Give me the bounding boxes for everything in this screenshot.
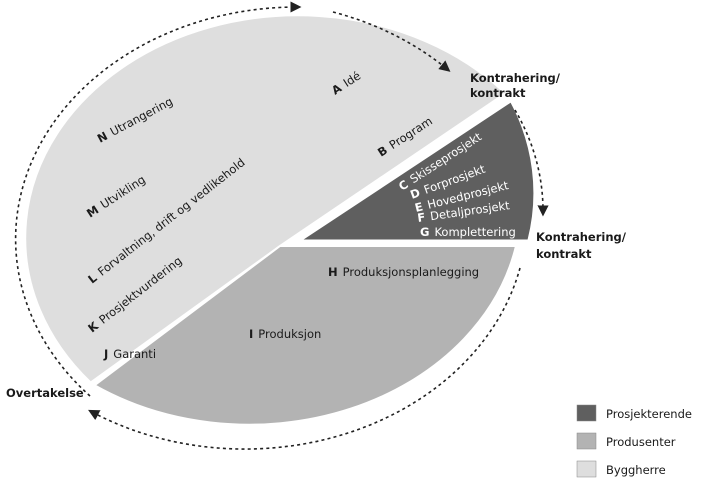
process-arrow-top <box>14 1 302 397</box>
legend-label-produsenter: Produsenter <box>606 435 676 449</box>
sector-byggherre <box>24 14 507 384</box>
legend-label-prosjekterende: Prosjekterende <box>606 407 692 421</box>
sector-produsenter <box>92 245 518 426</box>
legend: Prosjekterende Produsenter Byggherre <box>576 404 692 478</box>
milestone-kontrahering-lower: Kontrahering/ kontrakt <box>536 230 630 261</box>
milestone-overtakelse: Overtakelse <box>6 386 84 400</box>
process-arrow-bottom <box>88 267 521 450</box>
milestone-kontrahering-upper: Kontrahering/ kontrakt <box>470 71 564 100</box>
legend-swatch-byggherre <box>576 460 597 478</box>
legend-swatch-produsenter <box>576 432 597 450</box>
legend-swatch-prosjekterende <box>576 404 597 422</box>
legend-label-byggherre: Byggherre <box>606 463 666 477</box>
process-arrow-upper-right <box>332 11 451 72</box>
